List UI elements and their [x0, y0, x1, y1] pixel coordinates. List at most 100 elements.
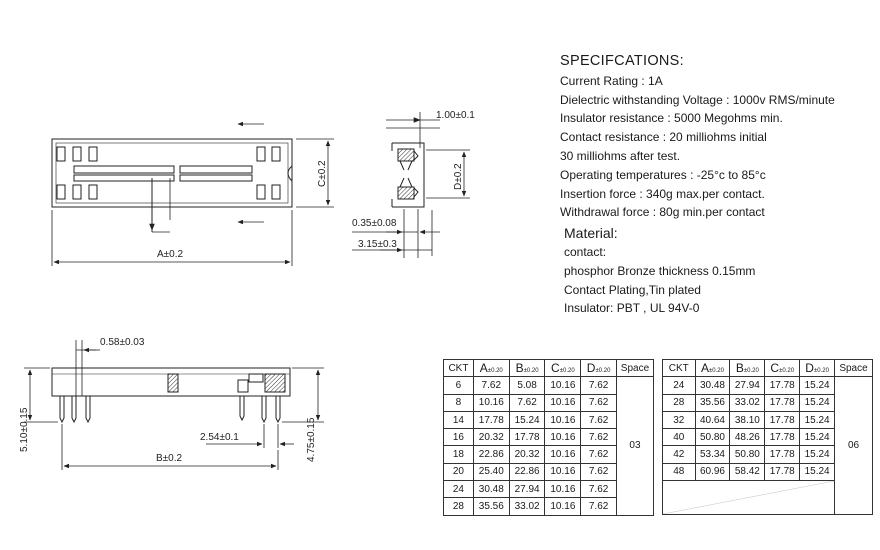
table-cell: 17.78	[508, 428, 546, 447]
header-c: C±0.20	[544, 358, 582, 378]
space-cell: 03	[615, 376, 655, 516]
b-dimension	[61, 424, 279, 470]
table-cell: 15.24	[799, 410, 836, 430]
spec-line: 30 milliohms after test.	[560, 148, 681, 163]
table-cell: 15.24	[799, 462, 836, 482]
table-cell: 35.56	[694, 393, 731, 412]
dim-body-offset-label: 3.15±0.3	[358, 239, 397, 250]
table-cell: 14	[443, 410, 474, 430]
table-cell: 7.62	[508, 393, 546, 412]
table-cell: 7.62	[580, 376, 617, 395]
table-cell: 7.62	[580, 410, 617, 430]
table-cell: 48.26	[729, 428, 766, 447]
section-view	[386, 112, 440, 208]
table-cell: 7.62	[580, 462, 617, 482]
table-cell: 58.42	[729, 462, 766, 482]
table-cell: 17.78	[764, 376, 801, 395]
table-cell: 20.32	[508, 445, 546, 464]
table-cell: 32	[662, 410, 696, 430]
table-cell: 7.62	[580, 480, 617, 499]
table-cell: 8	[443, 393, 474, 412]
dim-height-right-label: 4.75±0.15	[306, 417, 317, 462]
height-right-dimension	[282, 367, 324, 423]
header-space: Space	[615, 358, 655, 378]
table-cell: 60.96	[694, 462, 731, 482]
top-pointer-arrows	[237, 121, 264, 225]
table-cell: 15.24	[799, 445, 836, 464]
header-b: B±0.20	[729, 358, 766, 378]
top-view	[51, 138, 293, 233]
table-cell: 28	[443, 497, 474, 516]
table-cell: 5.08	[508, 376, 546, 395]
table-cell: 28	[662, 393, 696, 412]
table-cell: 6	[443, 376, 474, 395]
table-cell: 7.62	[580, 393, 617, 412]
d-dimension	[426, 149, 470, 199]
table-cell: 7.62	[580, 428, 617, 447]
table-cell: 33.02	[729, 393, 766, 412]
table-cell: 24	[662, 376, 696, 395]
table-cell: 40	[662, 428, 696, 447]
table-header-row: CKT A±0.20 B±0.20 C±0.20 D±0.20 Space	[443, 358, 655, 378]
dim-thickness-label: 1.00±0.1	[436, 110, 475, 121]
dim-pin-width-label: 0.35±0.08	[352, 218, 397, 229]
table-cell: 7.62	[580, 497, 617, 516]
dim-d-label: D±0.2	[453, 163, 464, 190]
ckt-table-left: CKT A±0.20 B±0.20 C±0.20 D±0.20 Space 6 7…	[443, 358, 655, 516]
pitch-dimension	[206, 424, 294, 448]
table-cell: 17.78	[472, 410, 510, 430]
table-cell: 16	[443, 428, 474, 447]
table-cell: 27.94	[729, 376, 766, 395]
specifications-title: SPECIFCATIONS:	[560, 53, 684, 69]
c-dimension	[296, 138, 334, 208]
ckt-table-right: CKT A±0.20 B±0.20 C±0.20 D±0.20 Space 24…	[661, 358, 873, 516]
height-left-dimension	[24, 367, 58, 423]
spec-line: Insulator resistance : 5000 Megohms min.	[560, 111, 783, 126]
table-cell: 15.24	[799, 428, 836, 447]
material-line: contact:	[564, 244, 607, 259]
table-cell: 25.40	[472, 462, 510, 482]
a-dimension	[51, 210, 293, 266]
table-cell: 17.78	[764, 445, 801, 464]
table-cell: 10.16	[544, 497, 582, 516]
header-b: B±0.20	[508, 358, 546, 378]
blank-cell	[661, 480, 836, 516]
lower-section-dims	[352, 209, 440, 258]
table-cell: 22.86	[508, 462, 546, 482]
table-cell: 40.64	[694, 410, 731, 430]
table-cell: 20	[443, 462, 474, 482]
header-a: A±0.20	[694, 358, 731, 378]
header-a: A±0.20	[472, 358, 510, 378]
table-cell: 35.56	[472, 497, 510, 516]
table-cell: 10.16	[472, 393, 510, 412]
table-cell: 17.78	[764, 428, 801, 447]
table-cell: 22.86	[472, 445, 510, 464]
header-d: D±0.20	[580, 358, 617, 378]
table-cell: 27.94	[508, 480, 546, 499]
specifications-block: SPECIFCATIONS: Current Rating : 1A Diele…	[560, 52, 835, 318]
dim-c-label: C±0.2	[317, 160, 328, 187]
table-cell: 15.24	[799, 393, 836, 412]
spec-line: Contact resistance : 20 milliohms initia…	[560, 130, 767, 145]
table-cell: 38.10	[729, 410, 766, 430]
table-cell: 30.48	[694, 376, 731, 395]
table-cell: 10.16	[544, 428, 582, 447]
table-cell: 15.24	[508, 410, 546, 430]
spec-line: Current Rating : 1A	[560, 73, 663, 88]
dim-pin-gap-label: 0.58±0.03	[100, 337, 145, 348]
table-cell: 20.32	[472, 428, 510, 447]
table-cell: 17.78	[764, 410, 801, 430]
dim-height-left-label: 5.10±0.15	[19, 407, 30, 452]
space-cell: 06	[834, 376, 873, 516]
header-ckt: CKT	[443, 358, 474, 378]
material-title: Material:	[564, 225, 618, 242]
table-cell: 17.78	[764, 462, 801, 482]
